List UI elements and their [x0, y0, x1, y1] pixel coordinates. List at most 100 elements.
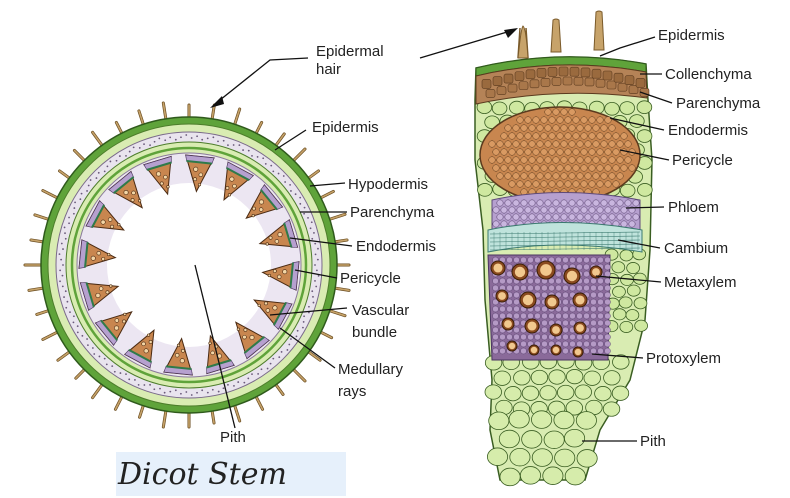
pericycle-cell [529, 125, 536, 132]
hypodermis-dot [139, 147, 141, 149]
xylem-vessel [181, 349, 184, 352]
pericycle-cell [533, 165, 540, 172]
collenchyma-cell [636, 78, 645, 87]
hypodermis-dot [77, 325, 79, 327]
xylem-parenchyma [542, 327, 548, 333]
xylem-parenchyma [584, 348, 590, 354]
pericycle-cell [573, 149, 580, 156]
xylem-parenchyma [500, 334, 506, 340]
pericycle-cell [597, 165, 604, 172]
pericycle-cell [525, 117, 532, 124]
pith-cell [564, 429, 584, 447]
hypodermis-dot [185, 134, 187, 136]
parenchyma-cell [549, 370, 566, 384]
xylem-parenchyma [493, 320, 499, 326]
xylem-parenchyma [493, 327, 499, 333]
xylem-parenchyma [605, 264, 611, 270]
hypodermis-dot [169, 391, 171, 393]
hypodermis-dot [261, 368, 263, 370]
pericycle-cell [609, 141, 616, 148]
hypodermis-dot [111, 365, 113, 367]
hypodermis-dot [86, 190, 88, 192]
pericycle-cell [541, 149, 548, 156]
xylem-vessel [123, 313, 126, 316]
xylem-vessel [259, 200, 263, 204]
xylem-vessel [177, 344, 180, 347]
phloem-cell [493, 207, 499, 213]
label-pericycle-left: Pericycle [340, 270, 401, 287]
collenchyma-cell [596, 79, 605, 87]
xylem-vessel [167, 185, 170, 188]
pericycle-cell [533, 181, 540, 188]
pericycle-cell [541, 133, 548, 140]
xylem-parenchyma [535, 285, 541, 291]
pericycle-cell [513, 141, 520, 148]
pericycle-cell [557, 149, 564, 156]
xylem-vessel-lumen [540, 264, 552, 276]
hypodermis-dot [243, 382, 245, 384]
pericycle-cell [521, 141, 528, 148]
pith-cell [577, 450, 597, 468]
hypodermis-dot [73, 207, 75, 209]
hypodermis-dot [106, 363, 108, 365]
pith-cell [576, 412, 596, 430]
xylem-vessel [258, 304, 261, 307]
xylem-vessel-lumen [552, 326, 560, 334]
xylem-vessel [131, 198, 134, 201]
xylem-vessel [106, 291, 109, 294]
parenchyma-cell [626, 310, 639, 321]
xylem-parenchyma [570, 313, 576, 319]
xylem-vessel [114, 326, 118, 330]
collenchyma-cell [548, 67, 557, 76]
pericycle-cell [565, 181, 572, 188]
pericycle-cell [565, 149, 572, 156]
pericycle-cell [513, 173, 520, 180]
phloem-cell [497, 214, 503, 220]
xylem-parenchyma [521, 334, 527, 340]
pericycle-cell [561, 141, 568, 148]
xylem-vessel-lumen [547, 297, 556, 306]
xylem-parenchyma [598, 306, 604, 312]
xylem-parenchyma [528, 278, 534, 284]
hypodermis-dot [311, 221, 313, 223]
phloem-cell [577, 214, 583, 220]
xylem-vessel-lumen [493, 263, 502, 272]
pericycle-cell [505, 141, 512, 148]
hypodermis-dot [93, 353, 95, 355]
pericycle-cell [569, 157, 576, 164]
hypodermis-dot [107, 165, 109, 167]
xylem-parenchyma [507, 264, 513, 270]
hypodermis-dot [287, 349, 289, 351]
hypodermis-dot [317, 259, 319, 261]
pericycle-cell [593, 173, 600, 180]
hypodermis-dot [299, 203, 301, 205]
pericycle-cell [501, 165, 508, 172]
xylem-vessel [237, 328, 240, 331]
collenchyma-cell [625, 76, 634, 85]
xylem-parenchyma [556, 313, 562, 319]
hypodermis-dot [180, 136, 182, 138]
hypodermis-dot [175, 389, 177, 391]
pericycle-cell [545, 141, 552, 148]
hypodermis-dot [149, 144, 151, 146]
pericycle-cell [517, 165, 524, 172]
phloem-cell [561, 200, 567, 206]
pericycle-cell [593, 157, 600, 164]
xylem-vessel-lumen [592, 268, 600, 276]
xylem-parenchyma [584, 257, 590, 263]
phloem-cell [521, 214, 527, 220]
xylem-parenchyma [605, 292, 611, 298]
xylem-parenchyma [563, 348, 569, 354]
hypodermis-dot [238, 144, 240, 146]
xylem-parenchyma [556, 264, 562, 270]
pith-cell [510, 448, 530, 466]
hypodermis-dot [262, 157, 264, 159]
label-protoxylem: Protoxylem [646, 350, 721, 367]
pericycle-cell [537, 157, 544, 164]
xylem-parenchyma [521, 257, 527, 263]
hypodermis-dot [247, 378, 249, 380]
pericycle-cell [573, 117, 580, 124]
enlarged-sector [475, 11, 652, 486]
hypodermis-dot [64, 232, 66, 234]
pericycle-cell [525, 133, 532, 140]
